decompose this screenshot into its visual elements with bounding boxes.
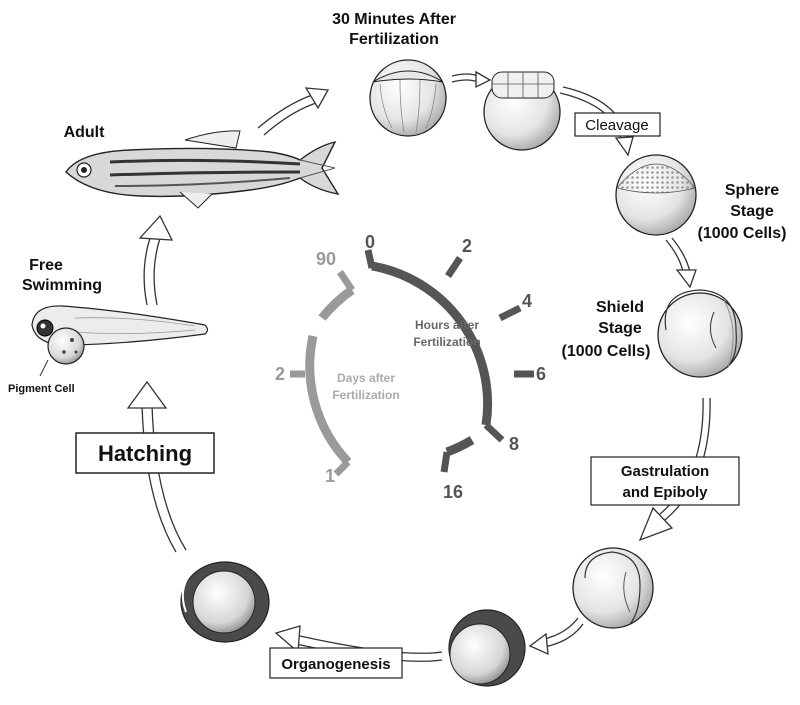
- days-label-1: Days after: [337, 371, 395, 385]
- hour-tick-8: 8: [509, 434, 519, 454]
- days-arc-lower: [305, 335, 352, 466]
- label-free-swimming-1: Free: [29, 257, 63, 274]
- embryo-organogenesis: [448, 609, 526, 687]
- hour-ticks: [364, 249, 534, 473]
- box-gastrulation: Gastrulation and Epiboly: [590, 456, 740, 506]
- label-shield-1: Shield: [596, 299, 644, 316]
- day-tick-2: 2: [275, 364, 285, 384]
- embryo-sphere-stage: [615, 154, 697, 236]
- arrow-sphere-to-shield: [665, 237, 697, 289]
- embryo-epiboly: [572, 547, 654, 629]
- label-hatching: Hatching: [98, 441, 192, 466]
- day-tick-90: 90: [316, 249, 336, 269]
- embryo-curled: [180, 561, 270, 643]
- day-tick-1: 1: [325, 466, 335, 486]
- cycle-arrows: [126, 70, 711, 662]
- hours-label-2: Fertilization: [413, 335, 480, 349]
- hour-tick-6: 6: [536, 364, 546, 384]
- stage-labels: 30 Minutes After Fertilization Sphere St…: [22, 11, 786, 360]
- label-sphere-2: Stage: [730, 203, 774, 220]
- clock-labels: Hours after Fertilization Days after Fer…: [275, 232, 546, 502]
- label-free-swimming-2: Swimming: [22, 277, 102, 294]
- embryo-shield-stage: [657, 289, 743, 378]
- timeline-ring: [290, 249, 534, 477]
- box-organogenesis: Organogenesis: [269, 647, 403, 679]
- label-cleavage: Cleavage: [585, 117, 648, 134]
- days-arc-upper: [318, 286, 355, 321]
- box-hatching: Hatching: [75, 432, 215, 474]
- adult-zebrafish: [65, 130, 340, 209]
- arrow-larva-to-adult: [138, 214, 174, 306]
- box-cleavage: Cleavage: [574, 112, 661, 137]
- hours-label-1: Hours after: [415, 318, 479, 332]
- day-ticks: [290, 270, 355, 477]
- label-gastrulation-2: and Epiboly: [622, 484, 708, 501]
- hour-tick-2: 2: [462, 236, 472, 256]
- hour-tick-4: 4: [522, 291, 532, 311]
- days-label-2: Fertilization: [332, 388, 399, 402]
- arrow-hatching: [126, 380, 187, 553]
- label-sphere-3: (1000 Cells): [698, 225, 787, 242]
- label-shield-2: Stage: [598, 320, 642, 337]
- label-sphere-1: Sphere: [725, 182, 779, 199]
- larva-free-swimming: [31, 305, 209, 377]
- arrow-adult-to-egg: [257, 87, 330, 136]
- egg-30-minutes: [369, 59, 447, 137]
- arrow-egg-to-cleavage: [451, 70, 492, 89]
- arrow-gastrulation-to-embryo: [528, 617, 584, 656]
- label-30-min-2: Fertilization: [349, 31, 439, 48]
- label-organogenesis: Organogenesis: [281, 656, 390, 673]
- hours-arc: [371, 261, 493, 426]
- label-pigment-cell: Pigment Cell: [8, 383, 75, 395]
- label-adult: Adult: [64, 124, 106, 141]
- label-30-min-1: 30 Minutes After: [332, 11, 456, 28]
- hour-tick-16: 16: [443, 482, 463, 502]
- hour-tick-0: 0: [365, 232, 375, 252]
- egg-cleavage: [483, 71, 561, 151]
- label-shield-3: (1000 Cells): [562, 343, 651, 360]
- label-gastrulation-1: Gastrulation: [621, 463, 709, 480]
- hours-arc-end: [445, 436, 475, 457]
